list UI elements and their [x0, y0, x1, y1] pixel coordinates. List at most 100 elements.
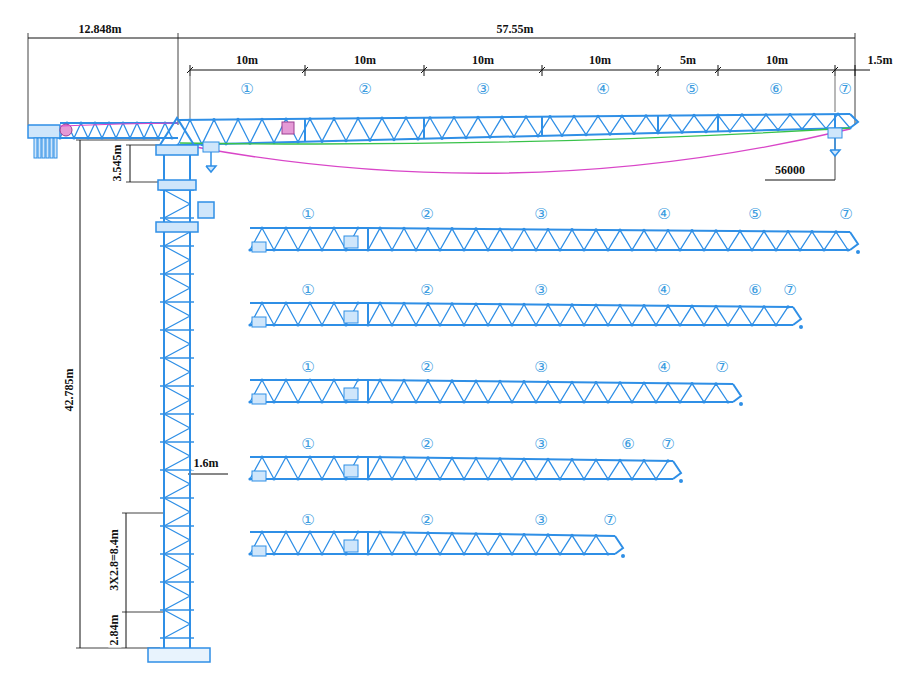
dimension-label: 10m — [352, 54, 378, 67]
lattice-node — [522, 457, 525, 460]
lattice-node — [414, 477, 417, 480]
lattice-node — [654, 248, 657, 251]
jib-config-root-top-chord — [250, 531, 368, 533]
lattice-node — [534, 477, 537, 480]
lattice-node — [260, 455, 263, 458]
lattice-node — [498, 303, 501, 306]
hook — [206, 166, 216, 172]
mast-section-joint — [160, 385, 194, 387]
lattice-node — [260, 226, 263, 229]
lattice-node — [510, 323, 513, 326]
lattice-node — [212, 118, 215, 121]
lattice-node — [558, 477, 561, 480]
jib-nodes — [176, 113, 851, 147]
lattice-node — [788, 113, 791, 116]
extension-line — [122, 513, 163, 514]
lattice-node — [678, 248, 681, 251]
lattice-node — [284, 530, 287, 533]
dimension-tick — [655, 67, 661, 73]
lattice-node — [606, 477, 609, 480]
lattice-node — [570, 534, 573, 537]
lattice-node — [570, 458, 573, 461]
lattice-node — [390, 400, 393, 403]
lattice-node — [308, 117, 311, 120]
lattice-node — [402, 379, 405, 382]
lattice-node — [606, 552, 609, 555]
lattice-node — [630, 248, 633, 251]
jib-section-joint — [541, 117, 543, 136]
callout-number: ⑦ — [715, 359, 728, 376]
callout-number: ⑤ — [748, 206, 761, 223]
jib-tip-point — [679, 479, 683, 483]
callout-number: ⑥ — [769, 81, 782, 98]
lattice-node — [344, 477, 347, 480]
lattice-node — [596, 115, 599, 118]
lattice-node — [438, 552, 441, 555]
lattice-node — [402, 302, 405, 305]
lattice-node — [356, 455, 359, 458]
lattice-node — [654, 323, 657, 326]
lattice-node — [272, 552, 275, 555]
dimension-tick — [187, 67, 193, 73]
lattice-node — [486, 248, 489, 251]
lattice-node — [308, 455, 311, 458]
mast-section-joint — [160, 245, 194, 247]
lattice-node — [582, 400, 585, 403]
counterweight-block — [34, 138, 37, 158]
lattice-node — [320, 140, 323, 143]
jib-section-joint — [304, 119, 306, 142]
lattice-node — [284, 226, 287, 229]
climbing-frame — [156, 222, 198, 232]
lattice-node — [392, 138, 395, 141]
lattice-node — [248, 400, 251, 403]
jib-tip-point — [739, 402, 743, 406]
dimension-label: 3X2.8=8.4m — [108, 527, 121, 593]
dimension-label: 10m — [764, 54, 790, 67]
tower-head — [160, 118, 194, 145]
callout-number: ③ — [534, 512, 547, 529]
lattice-node — [702, 323, 705, 326]
counter-jib-bottom-chord — [60, 137, 178, 139]
jib-config-bottom-chord — [368, 553, 615, 555]
lattice-node — [156, 136, 159, 139]
hook-rope — [210, 152, 212, 166]
lattice-node — [452, 116, 455, 119]
trolley-rope — [190, 129, 850, 173]
extension-line — [126, 182, 160, 183]
lattice-node — [486, 323, 489, 326]
lattice-node — [320, 552, 323, 555]
lattice-node — [474, 532, 477, 535]
jib-config-root-bottom-chord — [250, 478, 368, 480]
callout-number: ⑦ — [661, 436, 674, 453]
lattice-node — [462, 323, 465, 326]
jib-config-pivot — [344, 540, 358, 552]
jib-config-end — [252, 394, 266, 404]
lattice-node — [248, 477, 251, 480]
slewing-ring — [158, 180, 196, 190]
jib-config-root-top-chord — [250, 227, 368, 229]
lattice-node — [390, 323, 393, 326]
lattice-node — [100, 136, 103, 139]
dimension-label: 10m — [470, 54, 496, 67]
lattice-node — [450, 457, 453, 460]
lattice-node — [548, 115, 551, 118]
lattice-node — [786, 305, 789, 308]
callout-number: ③ — [534, 359, 547, 376]
lattice-node — [558, 400, 561, 403]
lattice-node — [774, 248, 777, 251]
lattice-node — [654, 477, 657, 480]
operator-cab — [198, 202, 214, 218]
lattice-node — [332, 530, 335, 533]
jib-config-diagonals — [368, 457, 668, 479]
lattice-node — [390, 248, 393, 251]
lattice-node — [296, 323, 299, 326]
callout-number: ③ — [534, 282, 547, 299]
lattice-node — [402, 531, 405, 534]
lattice-node — [534, 248, 537, 251]
dimension-label: 1.5m — [866, 54, 895, 67]
mast-section-joint — [160, 413, 194, 415]
jib-config-root-top-chord — [250, 456, 368, 458]
lattice-node — [798, 248, 801, 251]
